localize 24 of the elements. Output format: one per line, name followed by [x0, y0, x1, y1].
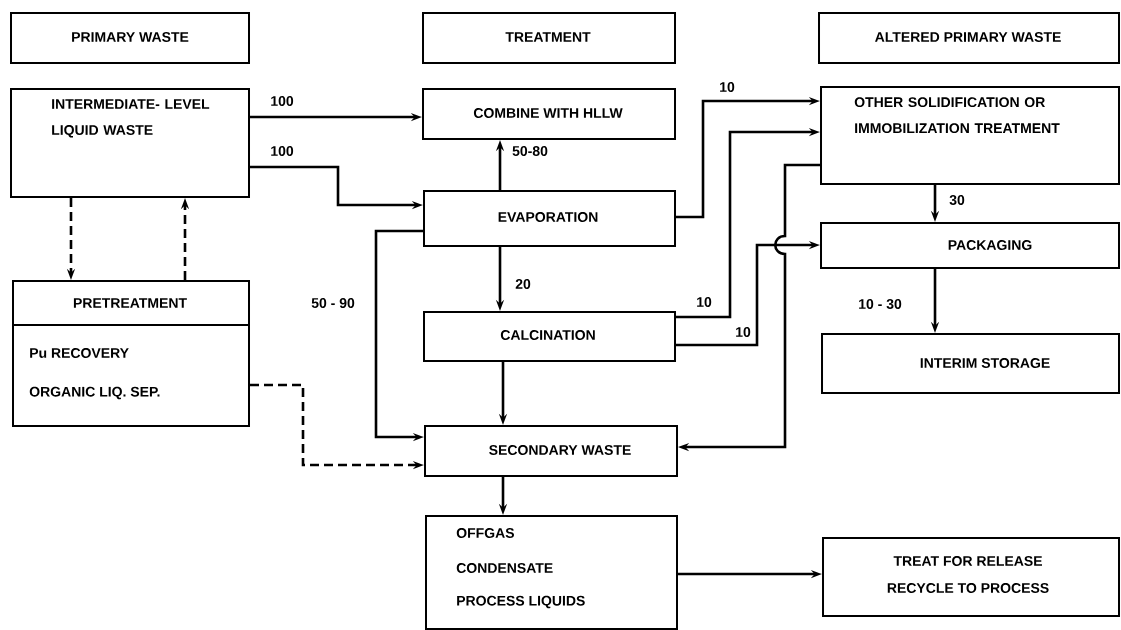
edge-label: 10 - 30 [859, 299, 902, 309]
process-box: EVAPORATION [423, 190, 676, 247]
process-box: INTERIM STORAGE [821, 333, 1120, 394]
header-box: TREATMENT [422, 12, 676, 64]
process-box: OTHER SOLIDIFICATION OR IMMOBILIZATION TREATMENT [820, 86, 1120, 185]
process-box: PRETREATMENT Pu RECOVERY ORGANIC LIQ. SEP. [11, 280, 250, 427]
edge-label: 30 [949, 195, 965, 205]
header-box: PRIMARY WASTE [10, 12, 250, 64]
process-box: COMBINE WITH HLLW [422, 88, 676, 140]
process-box: CALCINATION [423, 311, 676, 362]
edge-label: 100 [271, 146, 294, 156]
edge-label: 20 [515, 279, 531, 289]
process-box: PACKAGING [820, 222, 1120, 269]
process-box: OFFGAS CONDENSATE PROCESS LIQUIDS [425, 515, 678, 630]
edge-label: 10 [697, 297, 712, 307]
edge-label: 100 [271, 96, 294, 106]
header-box: ALTERED PRIMARY WASTE [818, 12, 1120, 64]
process-box: TREAT FOR RELEASE RECYCLE TO PROCESS [822, 537, 1120, 617]
edge-label: 50-80 [512, 146, 548, 156]
process-box: SECONDARY WASTE [424, 425, 678, 477]
edge-label: 50 - 90 [311, 298, 355, 308]
process-box: INTERMEDIATE- LEVEL LIQUID WASTE [10, 88, 250, 198]
edge-label: 10 [720, 82, 735, 92]
edge-label: 10 [736, 327, 751, 337]
